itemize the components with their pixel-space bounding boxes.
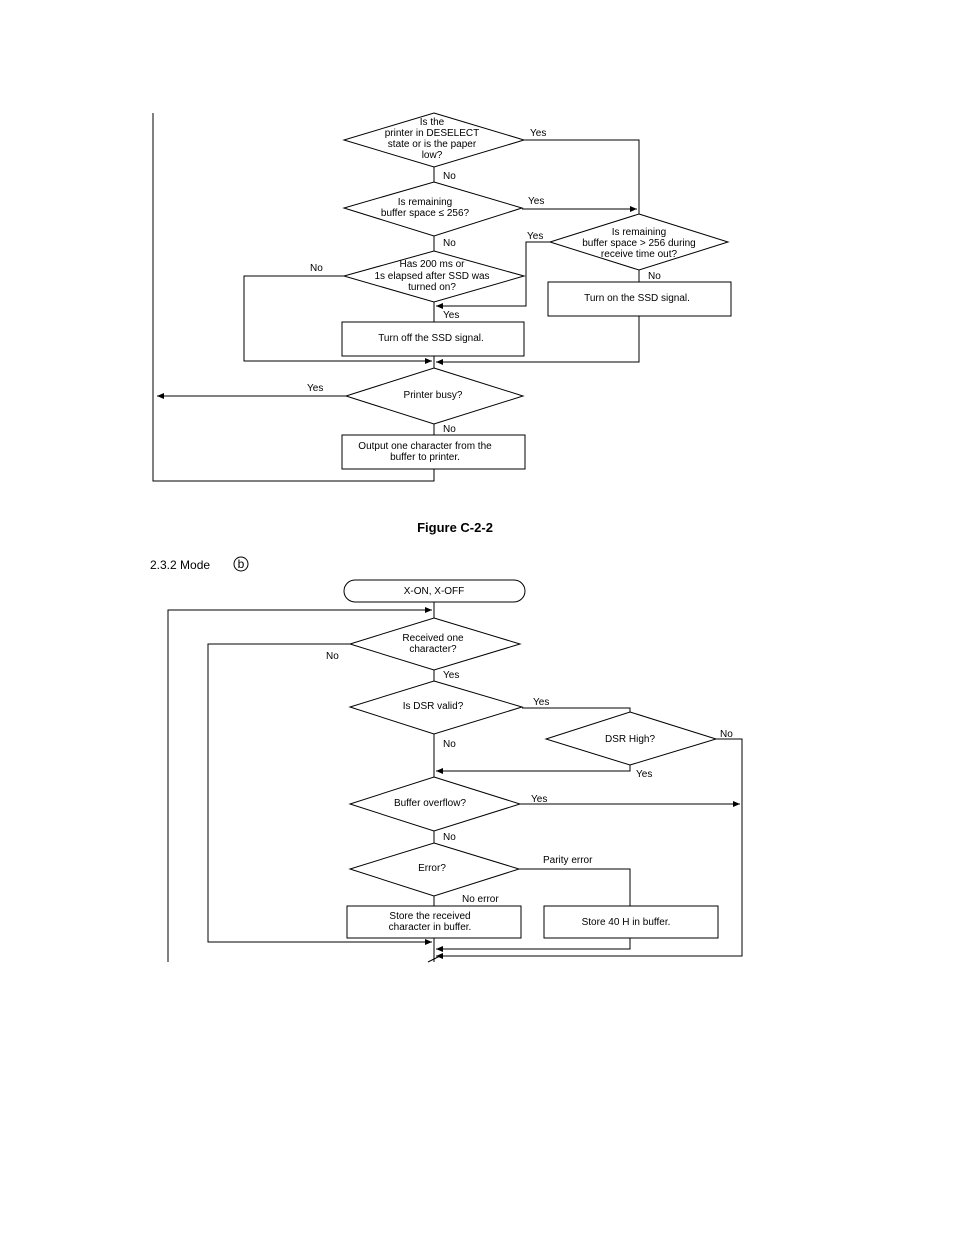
section-title: 2.3.2 Mode <box>150 558 210 572</box>
elapsed-decision-line-1: Has 200 ms or <box>399 259 465 270</box>
d3-no-label: No <box>648 271 661 282</box>
buffer-space-decision-line-2: buffer space ≤ 256? <box>381 208 470 219</box>
d2-no-label: No <box>443 238 456 249</box>
d1b-no-label: No <box>326 651 339 662</box>
store-40h-text: Store 40 H in buffer. <box>582 917 671 928</box>
d3-yes-line <box>436 241 550 309</box>
error-text: Error? <box>418 863 446 874</box>
d3b-no-line <box>436 738 743 959</box>
turn-off-ssd-text: Turn off the SSD signal. <box>378 333 484 344</box>
output-character-line-1: Output one character from the <box>358 441 492 452</box>
d1-yes-label: Yes <box>530 128 546 139</box>
d1-yes-line <box>524 139 640 214</box>
buffer-overflow-text: Buffer overflow? <box>394 798 467 809</box>
parity-error-line <box>519 868 631 906</box>
turn-off-ssd-box <box>341 321 525 357</box>
d4b-yes-label: Yes <box>531 794 547 805</box>
d2b-no-label: No <box>443 739 456 750</box>
section-heading: 2.3.2 Mode b <box>150 556 249 572</box>
mode-b-flowchart: X-ON, X-OFF Received one character? No Y… <box>167 579 743 963</box>
d1-no-label: No <box>443 171 456 182</box>
d4-yes-label: Yes <box>443 310 459 321</box>
d1b-yes-label: Yes <box>443 670 459 681</box>
store-40h-box <box>543 905 719 939</box>
buffer-space-decision-line-1: Is remaining <box>398 197 452 208</box>
parity-error-label: Parity error <box>543 855 593 866</box>
turn-on-ssd-text: Turn on the SSD signal. <box>584 293 690 304</box>
d2-yes-label: Yes <box>528 196 544 207</box>
outer-loop-line <box>152 113 435 482</box>
printer-busy-text: Printer busy? <box>404 390 463 401</box>
deselect-decision-line-4: low? <box>422 150 443 161</box>
d3-yes-label: Yes <box>527 231 543 242</box>
elapsed-decision-line-2: 1s elapsed after SSD was <box>374 271 489 282</box>
d3b-yes-label: Yes <box>636 769 652 780</box>
timeout-decision-line-2: buffer space > 256 during <box>582 238 696 249</box>
d2b-yes-label: Yes <box>533 697 549 708</box>
dsr-high-text: DSR High? <box>605 734 655 745</box>
received-character-line-2: character? <box>409 644 457 655</box>
received-character-line-1: Received one <box>402 633 464 644</box>
mode-circle <box>233 556 249 572</box>
mode-letter: b <box>238 557 245 571</box>
d3b-yes-line <box>436 765 631 774</box>
start-terminal-text: X-ON, X-OFF <box>404 586 465 597</box>
d1b-no-line <box>207 643 432 945</box>
figure-c-2-2: Is the printer in DESELECT state or is t… <box>152 112 732 535</box>
timeout-decision-line-1: Is remaining <box>612 227 666 238</box>
timeout-decision-line-3: receive time out? <box>601 249 678 260</box>
d5-yes-label: Yes <box>307 383 323 394</box>
figure-caption: Figure C-2-2 <box>417 520 493 535</box>
deselect-decision-line-3: state or is the paper <box>388 139 477 150</box>
output-character-line-2: buffer to printer. <box>390 452 460 463</box>
d2b-yes-line <box>522 707 631 712</box>
deselect-decision-line-2: printer in DESELECT <box>385 128 479 139</box>
outer-loop-line-2 <box>167 607 432 962</box>
store-received-line-2: character in buffer. <box>389 922 472 933</box>
no-error-label: No error <box>462 894 499 905</box>
d5-no-label: No <box>443 424 456 435</box>
elapsed-decision-line-3: turned on? <box>408 282 456 293</box>
break-mark <box>427 954 443 963</box>
store-40h-return-line <box>436 938 631 952</box>
output-character-box <box>341 434 526 470</box>
d3b-no-label: No <box>720 729 733 740</box>
store-received-line-1: Store the received <box>389 911 470 922</box>
turn-on-return-line <box>436 316 640 365</box>
deselect-decision-line-1: Is the <box>420 117 445 128</box>
d4b-no-label: No <box>443 832 456 843</box>
d4-no-label: No <box>310 263 323 274</box>
dsr-valid-text: Is DSR valid? <box>403 701 464 712</box>
d4-no-line <box>243 275 432 364</box>
